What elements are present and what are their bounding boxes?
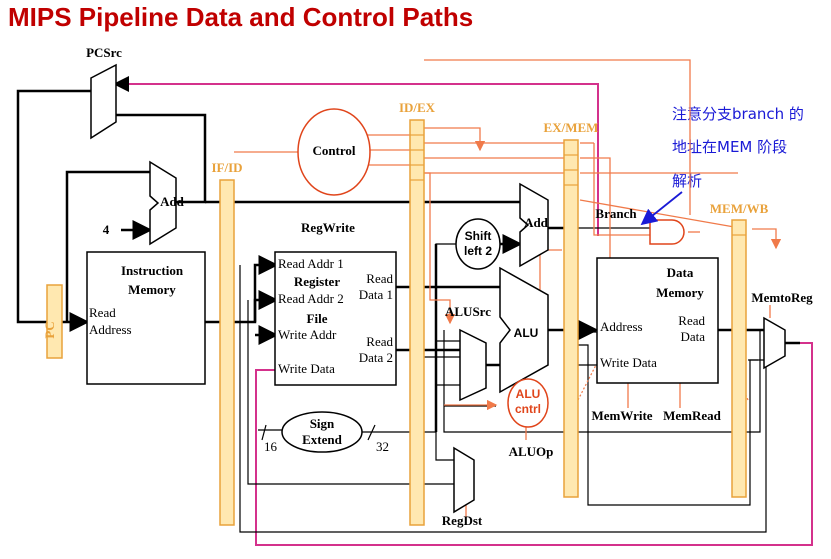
- pc-register: [46, 284, 63, 359]
- shift-label-2: left 2: [464, 244, 492, 258]
- instr-mem-title-1: Instruction: [121, 263, 184, 278]
- ex-mem-label: EX/MEM: [544, 120, 599, 135]
- alu-control: [507, 378, 549, 428]
- dmem-write-data: Write Data: [600, 355, 657, 370]
- reg-read-data-2a: Read: [366, 334, 393, 349]
- reg-title-1: Register: [294, 274, 340, 289]
- aluop-label: ALUOp: [509, 444, 554, 459]
- instruction-memory: [86, 251, 206, 385]
- alusrc-mux: [459, 328, 487, 402]
- pc-adder: [149, 160, 177, 246]
- branch-adder-label: Add: [524, 215, 549, 230]
- regdst-mux: [453, 446, 475, 514]
- memread-label: MemRead: [663, 408, 722, 423]
- regwrite-label: RegWrite: [301, 220, 355, 235]
- reg-read-addr-2: Read Addr 2: [278, 291, 344, 306]
- if-id-label: IF/ID: [211, 160, 242, 175]
- pipeline-registers: [46, 119, 747, 526]
- reg-read-data-2b: Data 2: [359, 350, 393, 365]
- register-file: [274, 251, 397, 386]
- control-unit: [297, 108, 371, 196]
- dmem-read-1: Read: [678, 313, 705, 328]
- branch-adder: [519, 182, 549, 268]
- reg-read-data-1a: Read: [366, 271, 393, 286]
- annotation-line-3: 解析: [672, 172, 703, 190]
- alusrc-label: ALUSrc: [445, 304, 491, 319]
- id-ex-register: [409, 119, 425, 526]
- shift-label-1: Shift: [465, 229, 492, 243]
- mem-wb-label: MEM/WB: [710, 201, 769, 216]
- dmem-address: Address: [600, 319, 643, 334]
- pc-label: PC: [42, 321, 57, 338]
- instr-address-label: Address: [89, 322, 132, 337]
- branch-label: Branch: [595, 206, 637, 221]
- reg-write-data: Write Data: [278, 361, 335, 376]
- bits-16: 16: [264, 439, 278, 454]
- page-title: MIPS Pipeline Data and Control Paths: [8, 2, 474, 32]
- memwrite-label: MemWrite: [591, 408, 652, 423]
- pcsrc-label: PCSrc: [86, 45, 122, 60]
- reg-read-data-1b: Data 1: [359, 287, 393, 302]
- memtoreg-label: MemtoReg: [751, 290, 813, 305]
- pc-adder-label: Add: [160, 194, 185, 209]
- control-lines: [234, 59, 782, 518]
- alu: [499, 266, 549, 394]
- reg-read-addr-1: Read Addr 1: [278, 256, 344, 271]
- control-label: Control: [312, 143, 355, 158]
- id-ex-label: ID/EX: [399, 100, 436, 115]
- pcsrc-mux: [90, 63, 117, 140]
- sign-extend: [281, 411, 363, 453]
- instr-mem-title-2: Memory: [128, 282, 176, 297]
- bits-32: 32: [376, 439, 389, 454]
- mem-wb-register: [731, 219, 747, 498]
- alu-cntrl-label-2: cntrl: [515, 402, 541, 416]
- regdst-label: RegDst: [442, 513, 483, 528]
- alu-cntrl-label-1: ALU: [516, 387, 541, 401]
- branch-and-gate: [649, 219, 685, 245]
- instr-read-label: Read: [89, 305, 116, 320]
- memtoreg-mux: [763, 316, 786, 370]
- reg-write-addr: Write Addr: [278, 327, 337, 342]
- annotation-line-2: 地址在MEM 阶段: [672, 138, 788, 156]
- ex-mem-register: [563, 139, 579, 498]
- annotation-line-1: 注意分支branch 的: [672, 105, 804, 123]
- dmem-read-2: Data: [680, 329, 705, 344]
- annotation-arrow: [640, 191, 683, 226]
- register-segment-lines: [410, 134, 746, 236]
- sign-label-1: Sign: [310, 416, 335, 431]
- shift-left-2: [455, 218, 501, 270]
- if-id-register: [219, 179, 235, 526]
- dmem-title-2: Memory: [656, 285, 704, 300]
- alu-label: ALU: [514, 326, 539, 340]
- data-memory: [596, 257, 719, 384]
- reg-title-2: File: [307, 311, 328, 326]
- datapath-wires-thick: [16, 89, 800, 432]
- feedback-lines: [113, 76, 813, 546]
- sign-label-2: Extend: [302, 432, 343, 447]
- dmem-title-1: Data: [667, 265, 694, 280]
- constant-four: 4: [103, 222, 110, 237]
